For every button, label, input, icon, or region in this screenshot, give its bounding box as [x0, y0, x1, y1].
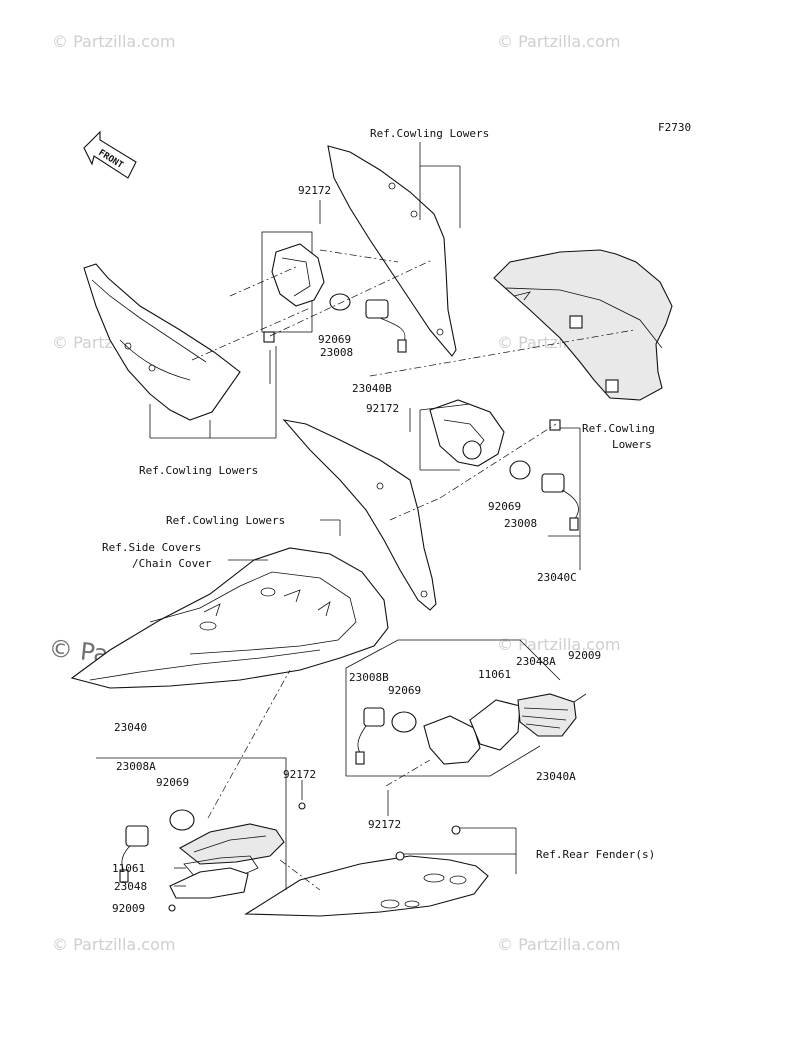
label-ref-cowling-lowers: Ref.Cowling Lowers [139, 464, 258, 477]
right-cowling-part [493, 249, 673, 401]
signal-assembly-23040A [345, 639, 587, 787]
label-part-92069: 92069 [388, 684, 421, 697]
watermark: © Partzilla.com [52, 32, 175, 51]
watermark: © Partzilla.com [497, 32, 620, 51]
label-ref-cowling-lowers: Ref.Cowling Lowers [166, 514, 285, 527]
label-ref-cowling-lowers: Ref.Cowling Lowers [370, 127, 489, 140]
label-part-92172: 92172 [366, 402, 399, 415]
leader-lines [149, 142, 581, 887]
label-part-92069: 92069 [488, 500, 521, 513]
watermark: © Partzilla.com [497, 935, 620, 954]
label-part-23008: 23008 [320, 346, 353, 359]
label-ref-cowling-lowers-cont: Lowers [612, 438, 652, 451]
label-part-23040: 23040 [114, 721, 147, 734]
label-part-92069: 92069 [156, 776, 189, 789]
label-part-23008A: 23008A [116, 760, 156, 773]
signal-assembly-23040C [369, 329, 635, 531]
label-part-23040C: 23040C [537, 571, 577, 584]
label-part-92172: 92172 [283, 768, 316, 781]
callout-labels: Ref.Cowling Lowers 92172 92069 23008 230… [102, 127, 655, 915]
label-part-23008B: 23008B [349, 671, 389, 684]
rear-fender-part [244, 825, 489, 917]
signal-assembly-23040B [191, 231, 433, 361]
label-chain-cover: /Chain Cover [132, 557, 212, 570]
label-part-23008: 23008 [504, 517, 537, 530]
signal-assembly-23040 [96, 669, 321, 912]
label-ref-cowling: Ref.Cowling [582, 422, 655, 435]
label-part-23040A: 23040A [536, 770, 576, 783]
middle-cowling-strip [282, 419, 437, 611]
label-part-11061: 11061 [112, 862, 145, 875]
label-part-23048A: 23048A [516, 655, 556, 668]
left-cowling-part [83, 263, 241, 421]
label-part-23040B: 23040B [352, 382, 392, 395]
label-ref-rear-fender: Ref.Rear Fender(s) [536, 848, 655, 861]
watermark: © Partzilla.com [497, 635, 620, 654]
label-part-11061: 11061 [478, 668, 511, 681]
label-ref-side-covers: Ref.Side Covers [102, 541, 201, 554]
label-part-92172: 92172 [298, 184, 331, 197]
upper-cowling-strip [327, 145, 457, 357]
seat-cowl-part [70, 547, 389, 689]
watermark: © Partzilla.com [52, 935, 175, 954]
label-part-92009: 92009 [568, 649, 601, 662]
figure-code: F2730 [658, 121, 691, 134]
label-part-23048: 23048 [114, 880, 147, 893]
label-part-92009: 92009 [112, 902, 145, 915]
label-part-92069: 92069 [318, 333, 351, 346]
front-arrow-icon: FRONT [83, 130, 137, 179]
label-part-92172: 92172 [368, 818, 401, 831]
